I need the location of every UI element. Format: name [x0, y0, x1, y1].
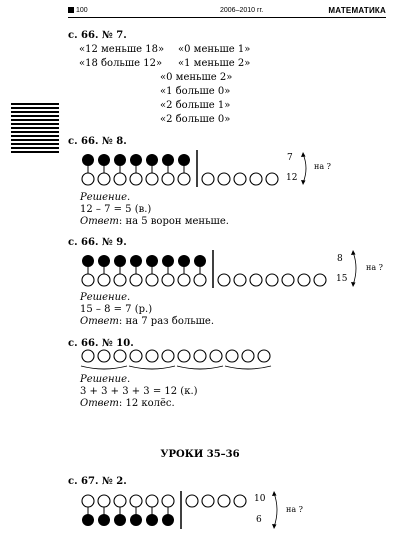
- task8-arrow: [301, 152, 307, 185]
- task10-answer: Ответ: 12 колёс.: [80, 398, 175, 409]
- task7-title: с. 66. № 7.: [68, 30, 127, 41]
- task9-connectors: [87, 267, 201, 274]
- task9-answer: Ответ: на 7 раз больше.: [80, 316, 215, 327]
- task8-title: с. 66. № 8.: [68, 136, 127, 147]
- task7-r1a: «12 меньше 18»: [79, 44, 165, 55]
- task67-2-filled-circles: [82, 514, 174, 526]
- task67-2-title: с. 67. № 2.: [68, 476, 127, 487]
- decorative-stripes: [11, 103, 59, 155]
- task10-group-arcs: [80, 365, 272, 370]
- task8-filled-circles: [82, 154, 190, 166]
- task8-solution: 12 – 7 = 5 (в.): [80, 204, 152, 215]
- task7-r3: «0 меньше 2»: [160, 72, 233, 83]
- task9-title: с. 66. № 9.: [68, 237, 127, 248]
- page-number: 100: [68, 7, 88, 14]
- task7-r5: «2 больше 1»: [160, 100, 231, 111]
- task7-r4: «1 больше 0»: [160, 86, 231, 97]
- task10-title: с. 66. № 10.: [68, 338, 134, 349]
- task9-top-count: 8: [337, 254, 343, 264]
- task9-solution-label: Решение.: [80, 292, 131, 303]
- task9-filled-circles: [82, 255, 206, 267]
- page-square-icon: [68, 7, 74, 13]
- task10-solution: 3 + 3 + 3 + 3 = 12 (к.): [80, 386, 198, 397]
- task67-2-question: на ?: [286, 505, 303, 514]
- task67-2-arrow: [272, 491, 278, 529]
- task8-answer: Ответ: на 5 ворон меньше.: [80, 216, 229, 227]
- task9-question: на ?: [366, 263, 383, 272]
- task9-empty-circles: [81, 273, 327, 287]
- task8-empty-circles: [81, 172, 279, 186]
- task67-2-connectors: [87, 507, 169, 514]
- task9-arrow: [351, 250, 357, 287]
- page-header: 100 2006–2010 гг. МАТЕМАТИКА: [68, 6, 386, 18]
- lessons-heading: УРОКИ 35–36: [160, 449, 240, 460]
- task8-bottom-count: 12: [286, 173, 298, 183]
- task9-solution: 15 – 8 = 7 (р.): [80, 304, 153, 315]
- task8-question: на ?: [314, 162, 331, 171]
- task9-bottom-count: 15: [336, 274, 348, 284]
- task67-2-empty-circles: [81, 494, 247, 508]
- task7-r2a: «18 больше 12»: [79, 58, 163, 69]
- header-subject: МАТЕМАТИКА: [328, 6, 386, 15]
- task7-r1b: «0 меньше 1»: [178, 44, 251, 55]
- task7-r6: «2 больше 0»: [160, 114, 231, 125]
- task10-circles: [81, 349, 271, 363]
- header-rule: [68, 17, 386, 18]
- header-years: 2006–2010 гг.: [220, 7, 264, 14]
- task8-top-count: 7: [287, 153, 293, 163]
- task67-2-top-count: 10: [254, 494, 266, 504]
- task8-connectors: [87, 166, 185, 173]
- task10-solution-label: Решение.: [80, 374, 131, 385]
- task7-r2b: «1 меньше 2»: [178, 58, 251, 69]
- task67-2-bottom-count: 6: [256, 515, 262, 525]
- task8-solution-label: Решение.: [80, 192, 131, 203]
